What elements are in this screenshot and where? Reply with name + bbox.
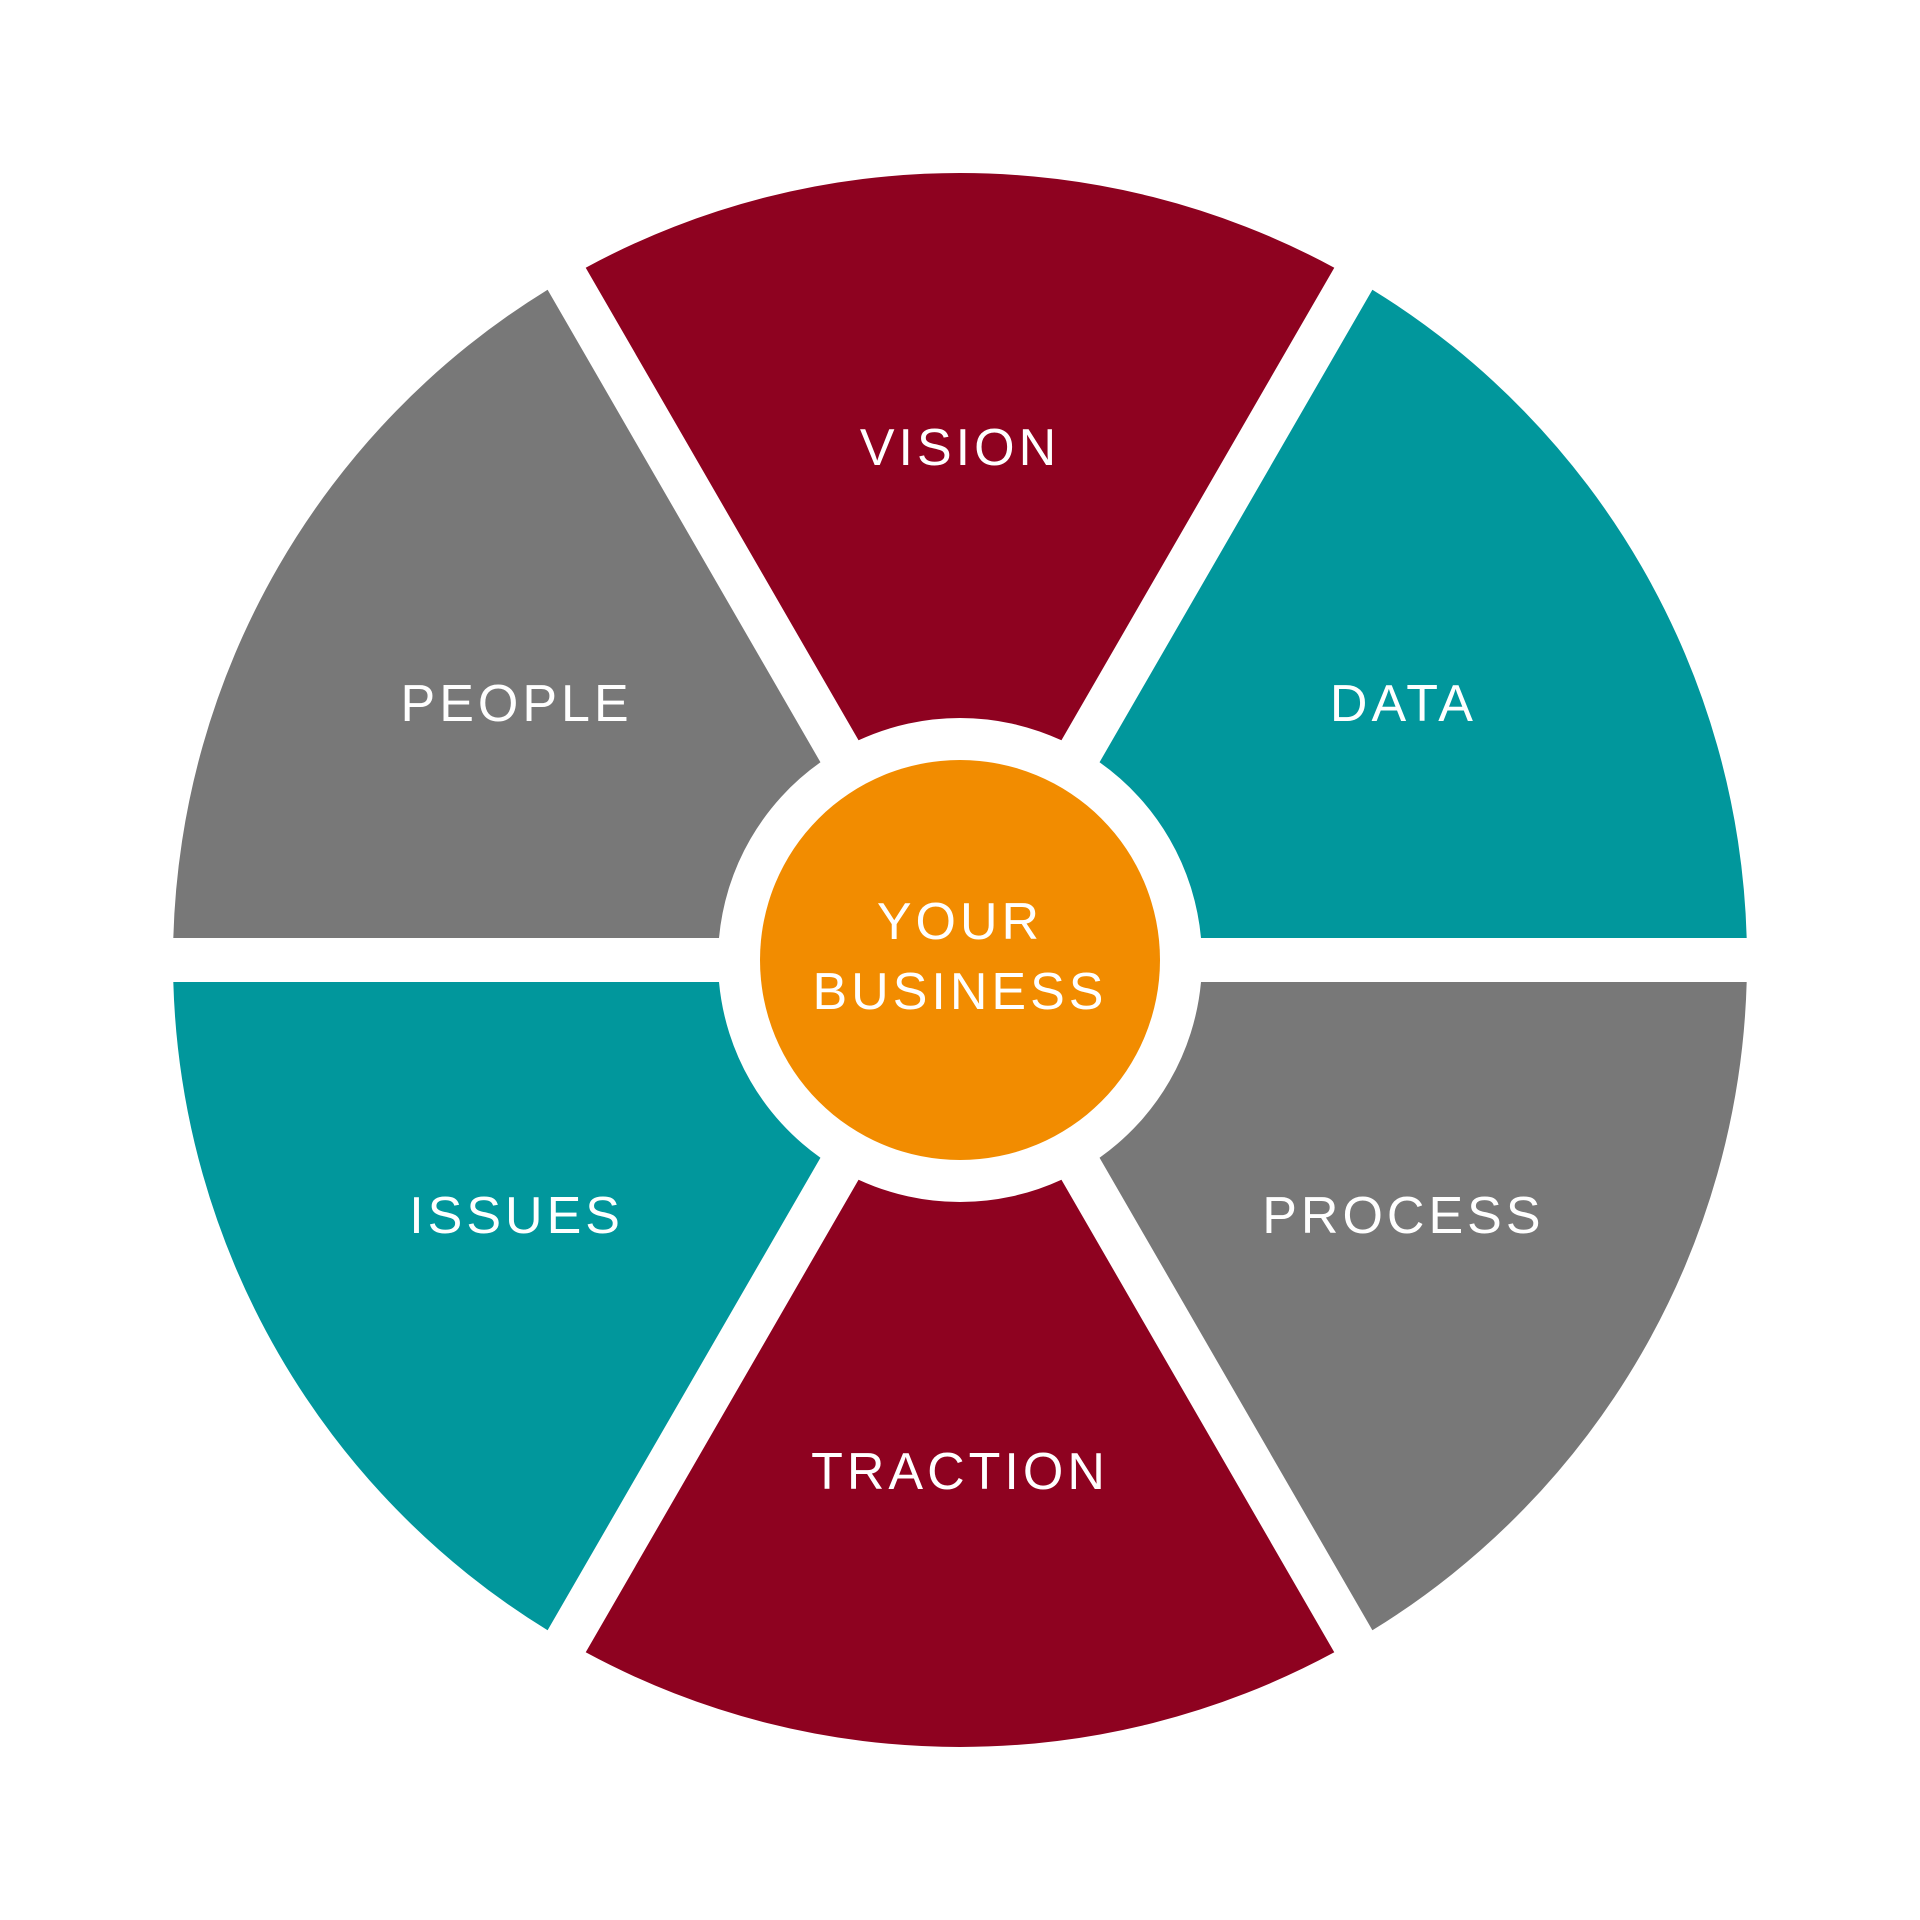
center-circle[interactable]: [760, 760, 1160, 1160]
segment-label-people: PEOPLE: [401, 675, 633, 733]
center-label-line1: YOUR: [877, 893, 1043, 951]
segment-issues[interactable]: [173, 982, 821, 1631]
segment-label-vision: VISION: [860, 419, 1060, 477]
segment-people[interactable]: [173, 289, 821, 938]
segments-layer: [173, 172, 1747, 1748]
segment-label-issues: ISSUES: [409, 1187, 624, 1245]
segment-label-traction: TRACTION: [811, 1443, 1109, 1501]
segment-data[interactable]: [1099, 289, 1747, 938]
segment-label-data: DATA: [1330, 675, 1477, 733]
segment-label-process: PROCESS: [1262, 1187, 1544, 1245]
segment-vision[interactable]: [585, 172, 1335, 741]
labels-layer: VISION DATA PROCESS TRACTION ISSUES PEOP…: [401, 419, 1544, 1501]
segment-traction[interactable]: [585, 1179, 1335, 1748]
center-label-line2: BUSINESS: [813, 963, 1108, 1021]
segment-process[interactable]: [1099, 982, 1747, 1631]
